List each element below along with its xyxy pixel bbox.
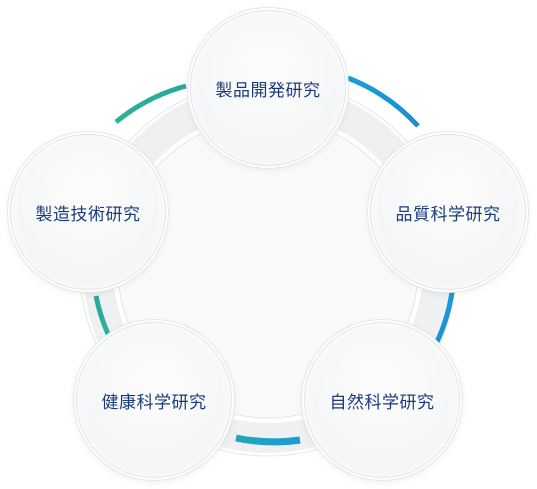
node-label: 製造技術研究 bbox=[35, 204, 141, 225]
arc-top-right bbox=[347, 75, 420, 128]
node-health-science: 健康科学研究 bbox=[76, 322, 232, 478]
arc-top-left bbox=[114, 83, 187, 124]
node-product-development: 製品開発研究 bbox=[190, 10, 346, 166]
node-quality-science: 品質科学研究 bbox=[370, 134, 526, 290]
node-manufacturing-technology: 製造技術研究 bbox=[10, 134, 166, 290]
node-label: 製品開発研究 bbox=[215, 80, 321, 101]
arc-left bbox=[93, 295, 111, 336]
node-natural-science: 自然科学研究 bbox=[304, 322, 460, 478]
arc-bottom bbox=[235, 434, 301, 446]
node-label: 自然科学研究 bbox=[329, 392, 435, 413]
node-label: 健康科学研究 bbox=[101, 392, 207, 413]
node-label: 品質科学研究 bbox=[395, 204, 501, 225]
